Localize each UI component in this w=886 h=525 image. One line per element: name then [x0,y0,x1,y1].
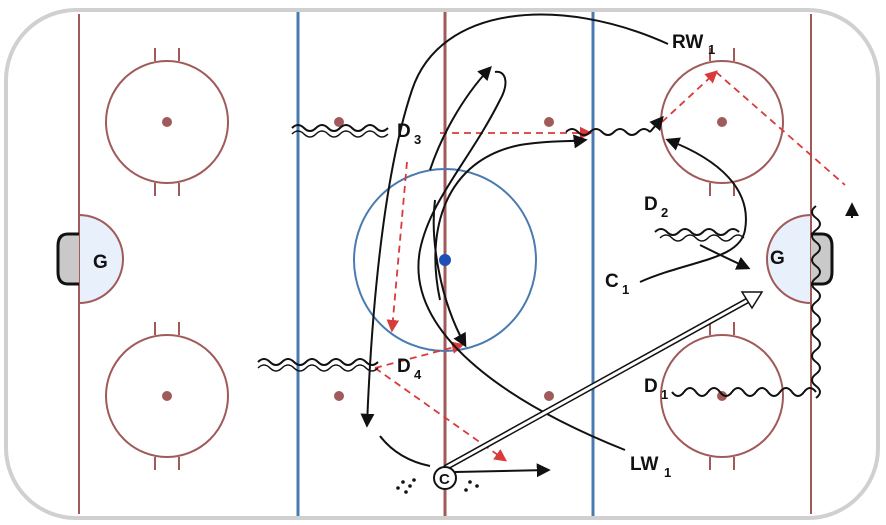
pass-line-d3-down [386,161,408,333]
faceoff-circle-left-top [105,48,229,196]
pass-line-right-circle-side [715,71,846,186]
coach-marker [433,466,457,490]
svg-text:D: D [644,194,658,215]
svg-text:1: 1 [708,42,715,57]
pass-coach-to-goal [443,291,764,471]
svg-text:3: 3 [414,132,421,147]
pass-line-d4-center [374,341,465,369]
neutral-dot [334,391,344,401]
goal-crease-right [766,213,812,305]
pass-line-right-circle-up [661,70,718,123]
goal-crease-left [78,213,124,305]
skate-d1 [671,387,817,397]
path-c1 [639,137,747,283]
goalie-right-label: G [770,248,785,269]
svg-text:D: D [397,356,411,377]
skate-d3b [291,130,389,138]
neutral-dot [544,117,554,127]
path-lw [417,70,626,451]
neutral-dot [334,117,344,127]
skate-rw-wavy [565,128,651,136]
path-coach-right [454,463,551,478]
path-rw [360,13,669,428]
skate-d3 [291,124,389,132]
svg-text:D: D [644,376,658,397]
player-d2: D 2 [644,194,668,220]
path-center-loop [432,199,467,348]
skate-d4b [257,364,379,372]
skate-rw-into-circle [649,115,664,133]
path-coach-left [379,435,431,467]
player-rw1: RW 1 [672,32,715,57]
faceoff-circle-left-bottom [105,322,229,470]
skate-d2b [659,234,745,242]
svg-text:LW: LW [630,454,659,475]
svg-text:RW: RW [672,32,703,53]
neutral-dot [544,391,554,401]
path-to-top-center [429,65,492,171]
player-d1: D 1 [644,376,668,402]
center-circle [353,168,537,352]
coach-label: C [439,471,450,488]
center-faceoff-spot [439,254,451,266]
player-d4: D 4 [397,356,422,382]
player-lw1: LW 1 [630,454,671,480]
goalie-left-label: G [93,252,108,273]
skate-d1-up [811,205,821,399]
player-c1: C 1 [605,271,629,297]
svg-text:1: 1 [622,282,629,297]
path-c1-to-goal [699,244,751,270]
svg-text:2: 2 [661,205,668,220]
svg-text:1: 1 [664,465,671,480]
svg-text:D: D [397,121,411,142]
skate-d2 [654,228,740,236]
svg-text:1: 1 [661,387,668,402]
svg-text:4: 4 [414,367,422,382]
puck-dots [396,478,479,494]
skate-d4 [257,358,379,366]
goal-net-right [811,232,834,286]
player-d3: D 3 [397,121,421,147]
goal-net-left [56,232,79,286]
svg-text:C: C [605,271,619,292]
